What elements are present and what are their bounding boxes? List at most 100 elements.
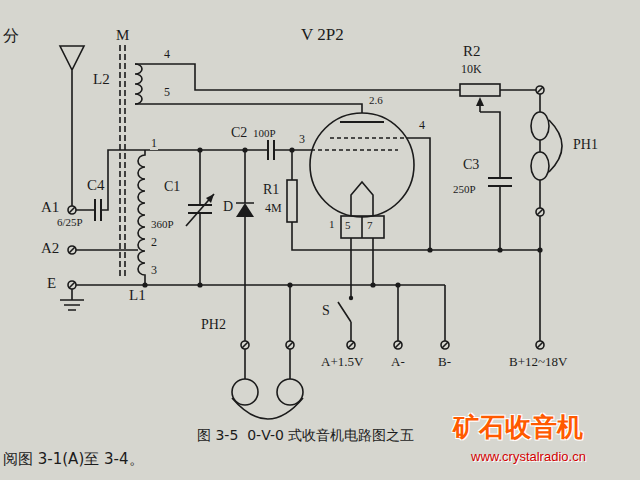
tube-base bbox=[341, 216, 384, 238]
pin-number: 2 bbox=[150, 236, 158, 249]
core-label: M bbox=[115, 28, 130, 44]
pin-number: 2.6 bbox=[368, 95, 384, 107]
terminal-symbol bbox=[395, 342, 401, 348]
wiper-arrow bbox=[476, 97, 484, 106]
terminal-symbol bbox=[442, 342, 448, 348]
wire bbox=[199, 150, 201, 285]
reference-text: 阅图 3-1(A)至 3-4。 bbox=[2, 452, 145, 468]
junction-dots bbox=[427, 247, 432, 252]
pin-number: 5 bbox=[344, 220, 352, 232]
terminal-label: A+1.5V bbox=[320, 355, 364, 369]
junction-dots bbox=[242, 147, 247, 152]
terminal-symbol bbox=[536, 86, 544, 94]
earphone-symbol bbox=[232, 379, 258, 405]
terminal-symbol bbox=[69, 207, 75, 213]
component-label: L1 bbox=[128, 288, 147, 304]
terminal-symbol bbox=[68, 246, 76, 254]
component-value: 4M bbox=[264, 202, 283, 215]
junction-dots bbox=[287, 282, 292, 287]
terminal-label: A2 bbox=[40, 241, 60, 257]
pin-number: 1 bbox=[150, 137, 158, 150]
terminal-symbol bbox=[536, 341, 544, 349]
component-label: PH2 bbox=[200, 318, 227, 333]
component-label: C4 bbox=[86, 178, 106, 194]
terminal-label: A1 bbox=[40, 200, 60, 216]
component-label: S bbox=[321, 304, 331, 319]
junction-dots bbox=[497, 247, 502, 252]
component-label: L2 bbox=[92, 72, 111, 88]
junction-dots bbox=[349, 296, 353, 300]
terminal-symbol bbox=[537, 342, 543, 348]
terminal-symbol bbox=[536, 208, 544, 216]
junction-dots bbox=[142, 282, 147, 287]
resistor-symbol bbox=[287, 180, 297, 222]
wires bbox=[60, 45, 562, 419]
terminal-label: A- bbox=[390, 355, 406, 369]
tube-base bbox=[361, 216, 363, 238]
junction-dots bbox=[370, 282, 375, 287]
pin-number: 1 bbox=[328, 219, 336, 231]
component-label: PH1 bbox=[572, 138, 599, 153]
coil-l2 bbox=[135, 64, 142, 104]
margin-text: 分 bbox=[2, 28, 20, 45]
wire bbox=[480, 100, 500, 178]
terminal-label: B- bbox=[437, 355, 452, 369]
wire bbox=[135, 64, 536, 90]
junction-dots bbox=[197, 147, 202, 152]
terminal-symbol bbox=[68, 281, 76, 289]
component-value: 6/25P bbox=[56, 217, 84, 229]
tube-envelope bbox=[310, 113, 414, 217]
component-label: C3 bbox=[462, 158, 480, 173]
terminal-symbol bbox=[242, 342, 248, 348]
component-label: C2 bbox=[230, 126, 248, 141]
wire bbox=[291, 150, 293, 180]
component-label: R2 bbox=[462, 44, 482, 60]
component-value: 360P bbox=[150, 219, 175, 231]
junction-dots bbox=[197, 282, 202, 287]
terminal-label: E bbox=[46, 276, 57, 292]
component-value: 10K bbox=[460, 63, 483, 76]
terminal-symbol bbox=[68, 206, 76, 214]
coil-l1 bbox=[138, 150, 145, 285]
resistor-symbol bbox=[460, 84, 500, 96]
earphone-symbol bbox=[531, 152, 549, 180]
coil-core bbox=[120, 45, 125, 278]
terminal-symbol bbox=[286, 341, 294, 349]
pin-number: 5 bbox=[163, 86, 171, 99]
terminal-symbol bbox=[394, 341, 402, 349]
ground-symbol bbox=[60, 285, 445, 310]
terminal-symbol bbox=[348, 342, 354, 348]
component-label: C1 bbox=[163, 180, 181, 195]
tube-plate bbox=[340, 121, 384, 123]
figure-caption: 图 3-5 0-V-0 式收音机电路图之五 bbox=[196, 428, 415, 443]
tube-screen-grid bbox=[330, 137, 406, 139]
pin-number: 3 bbox=[150, 264, 158, 277]
pin-number: 3 bbox=[298, 133, 306, 146]
wire bbox=[338, 238, 445, 341]
earphone-symbol bbox=[531, 112, 549, 140]
capacitor-symbol bbox=[95, 199, 101, 221]
junction-dots bbox=[537, 247, 542, 252]
terminal-label: B+12~18V bbox=[508, 355, 568, 369]
earphone-symbol bbox=[277, 379, 303, 405]
wire bbox=[76, 150, 268, 210]
junction-dots bbox=[395, 282, 400, 287]
terminal-symbol bbox=[441, 341, 449, 349]
watermark: 矿石收音机 bbox=[452, 414, 584, 441]
variable-arrow bbox=[186, 194, 214, 226]
terminal-symbol bbox=[287, 342, 293, 348]
component-label: D bbox=[222, 200, 234, 215]
component-value: 250P bbox=[452, 184, 477, 196]
terminal-symbol bbox=[68, 86, 544, 349]
wire bbox=[76, 249, 138, 251]
diode-symbol bbox=[236, 203, 254, 217]
terminal-symbol bbox=[69, 247, 75, 253]
pin-number: 4 bbox=[163, 48, 171, 61]
component-value: 100P bbox=[252, 128, 277, 140]
terminal-symbol bbox=[537, 87, 543, 93]
watermark: www.crystalradio.cn bbox=[470, 450, 587, 464]
junction-dots bbox=[289, 147, 294, 152]
tube-filament bbox=[351, 182, 373, 216]
